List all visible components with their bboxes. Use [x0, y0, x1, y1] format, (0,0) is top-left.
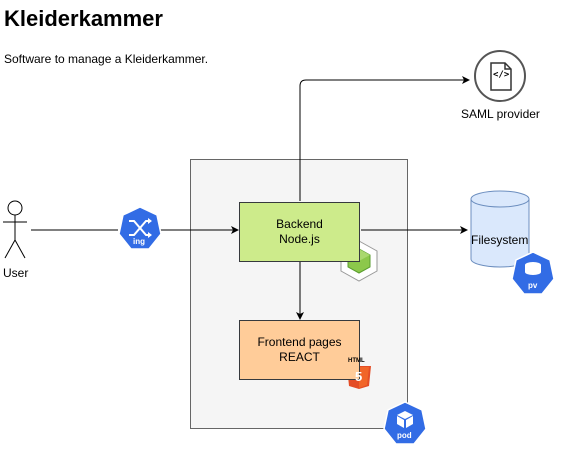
saml-icon-glyph: </>	[493, 70, 510, 80]
frontend-node[interactable]: Frontend pages REACT	[239, 320, 360, 380]
backend-runtime: Node.js	[279, 232, 320, 246]
backend-title: Backend	[276, 217, 323, 231]
html5-badge-number: 5	[355, 369, 363, 384]
pv-badge-label: pv	[528, 281, 538, 290]
edge-backend-saml	[299, 76, 470, 201]
page-subtitle: Software to manage a Kleiderkammer.	[4, 52, 209, 66]
frontend-title: Frontend pages	[257, 335, 342, 349]
page-title: Kleiderkammer	[4, 6, 163, 31]
html5-badge-label: HTML	[348, 358, 365, 364]
filesystem-label: Filesystem	[471, 233, 529, 247]
frontend-framework: REACT	[279, 350, 320, 364]
user-label: User	[3, 266, 29, 280]
ingress-badge-label: ing	[133, 237, 145, 246]
saml-provider-label: SAML provider	[461, 107, 540, 121]
pod-badge-label: pod	[397, 431, 412, 440]
backend-node[interactable]: Backend Node.js	[239, 202, 360, 262]
